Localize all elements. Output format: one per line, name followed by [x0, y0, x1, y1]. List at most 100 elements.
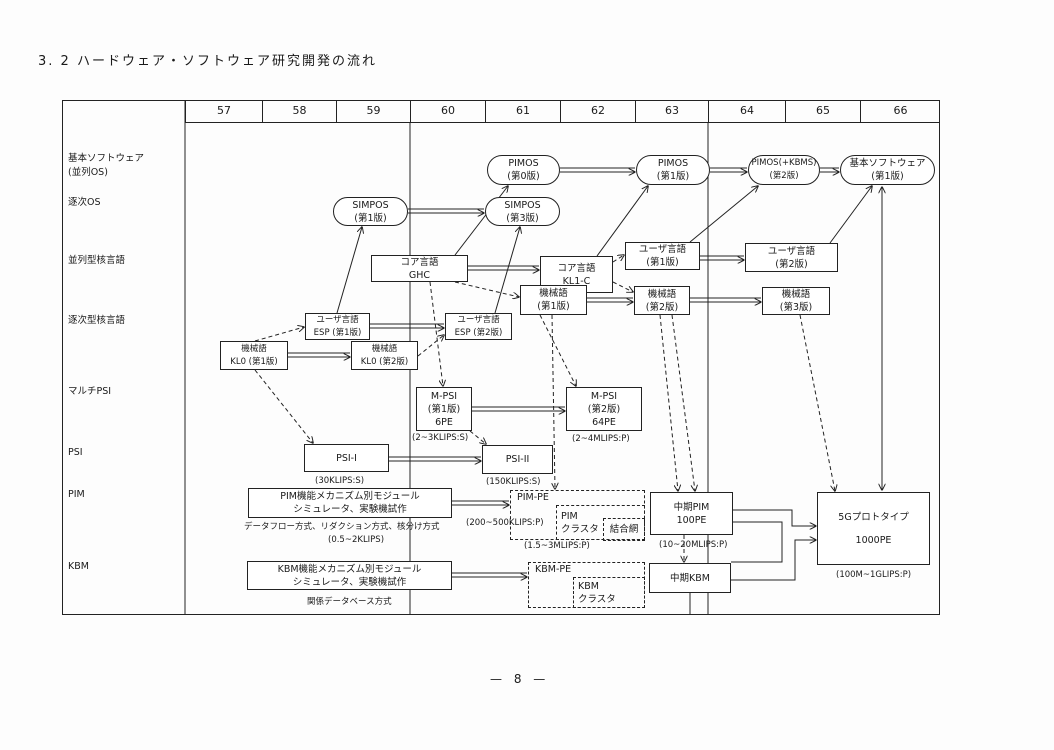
- node-label-line: (第2版): [769, 171, 799, 181]
- row-label-basic-sw: 基本ソフトウェア (並列OS): [68, 152, 144, 180]
- row-label-line: (並列OS): [68, 167, 108, 178]
- node-label-line: 6PE: [435, 416, 453, 428]
- row-label-pim: PIM: [68, 489, 85, 500]
- prototype-performance: (100M~1GLIPS:P): [836, 570, 912, 580]
- node-label-line: KL0 (第1版): [230, 356, 278, 367]
- node-label-line: SIMPOS: [352, 199, 389, 211]
- row-label-seq-os: 逐次OS: [68, 197, 101, 208]
- node-label-line: GHC: [408, 269, 431, 281]
- node-label-line: 機械語: [647, 288, 677, 300]
- node-label-line: PIM機能メカニズム別モジュール: [280, 491, 420, 502]
- node-label-line: コア言語: [400, 256, 439, 268]
- node-label-line: M-PSI: [590, 390, 618, 402]
- node-label-line: シミュレータ、実験機試作: [292, 576, 407, 588]
- node-label-line: 機械語: [781, 289, 811, 300]
- arrow: [733, 509, 816, 526]
- node-label-line: シミュレータ、実験機試作: [293, 504, 407, 515]
- node-label-line: PIM-PE: [517, 492, 549, 503]
- node-machine-lang-v3: 機械語 (第3版): [762, 287, 830, 315]
- year-63: 63: [635, 100, 708, 123]
- psi-2-performance: (150KLIPS:S): [486, 477, 541, 487]
- node-label-line: ユーザ言語: [638, 244, 687, 255]
- node-label-line: コア言語: [557, 262, 596, 274]
- node-label-line: KL1-C: [562, 275, 591, 287]
- node-mid-kbm: 中期KBM: [649, 563, 731, 593]
- node-label-line: (第1版): [537, 301, 570, 312]
- node-psi-2: PSI-II: [482, 445, 553, 474]
- node-network: 結合網: [603, 518, 645, 541]
- node-label-line: M-PSI: [430, 390, 458, 402]
- node-label-line: PIMOS: [508, 158, 539, 169]
- node-pim-module: PIM機能メカニズム別モジュールシミュレータ、実験機試作: [248, 488, 452, 518]
- node-label-line: 1000PE: [855, 534, 892, 546]
- node-label-line: ユーザ言語: [457, 314, 500, 325]
- year-58: 58: [262, 100, 336, 123]
- page-number: — 8 —: [490, 672, 550, 686]
- node-esp-v1: ユーザ言語 ESP (第1版): [305, 313, 370, 340]
- node-label-line: (第1版): [656, 171, 690, 182]
- year-64: 64: [708, 100, 785, 123]
- page-title: 3. 2 ハードウェア・ソフトウェア研究開発の流れ: [38, 54, 377, 69]
- year-62: 62: [560, 100, 635, 123]
- node-label-line: (第3版): [506, 212, 539, 224]
- node-label-line: PIM: [561, 510, 578, 522]
- arrow: [829, 186, 872, 244]
- pim-pe-performance: (200~500KLIPS:P): [466, 518, 544, 528]
- dashed-arrows: [254, 255, 835, 562]
- node-pimos-v0: PIMOS (第0版): [487, 155, 560, 185]
- double-arrows: [288, 167, 839, 577]
- arrow: [596, 186, 648, 257]
- row-label-kbm: KBM: [68, 561, 89, 572]
- mid-pim-performance: (10~20MLIPS:P): [659, 540, 728, 550]
- node-label-line: ユーザ言語: [767, 245, 816, 257]
- node-label-line: クラスタ: [561, 523, 599, 535]
- node-label-line: KL0 (第2版): [360, 356, 409, 367]
- node-label-line: (第2版): [775, 258, 808, 270]
- node-label-line: KBM: [578, 580, 599, 592]
- year-61: 61: [485, 100, 560, 123]
- node-kl0-v2: 機械語 KL0 (第2版): [351, 341, 418, 370]
- node-label-line: ESP (第2版): [454, 327, 503, 338]
- node-pimos-v1: PIMOS(第1版): [636, 155, 710, 185]
- node-user-lang-v1: ユーザ言語 (第1版): [625, 242, 700, 270]
- node-label-line: ESP (第1版): [313, 327, 362, 338]
- node-label-line: (第3版): [779, 302, 813, 313]
- node-label-line: 100PE: [676, 514, 707, 526]
- pim-module-performance: (0.5~2KLIPS): [328, 535, 385, 545]
- node-mpsi-v1: M-PSI(第1版)6PE: [416, 387, 472, 431]
- node-label-line: (第1版): [871, 171, 904, 182]
- psi-1-performance: (30KLIPS:S): [315, 476, 365, 486]
- node-machine-lang-v2: 機械語(第2版): [634, 286, 690, 315]
- year-60: 60: [410, 100, 485, 123]
- node-label-line: ユーザ言語: [316, 314, 359, 325]
- arrow: [336, 227, 362, 314]
- node-label-line: 基本ソフトウェア: [849, 158, 926, 169]
- year-59: 59: [336, 100, 410, 123]
- node-kbm-module: KBM機能メカニズム別モジュールシミュレータ、実験機試作: [247, 561, 452, 590]
- node-label-line: 機械語: [539, 288, 568, 299]
- node-label-line: KBM機能メカニズム別モジュール: [277, 563, 422, 575]
- node-label-line: クラスタ: [578, 593, 616, 605]
- node-label-line: KBM-PE: [535, 564, 572, 575]
- node-label-line: (第0版): [507, 171, 540, 182]
- node-esp-v2: ユーザ言語 ESP (第2版): [445, 313, 512, 340]
- node-label-line: 5Gプロトタイプ: [838, 511, 909, 523]
- node-basic-software-v1: 基本ソフトウェア (第1版): [840, 155, 935, 185]
- pim-methods: データフロー方式、リダクション方式、核分け方式: [244, 522, 440, 532]
- row-label-multi-psi: マルチPSI: [68, 386, 112, 397]
- node-label-line: (第1版): [646, 257, 679, 268]
- node-label-line: PIMOS(+KBMS): [751, 158, 817, 168]
- connector: [731, 521, 783, 563]
- node-label-line: 機械語: [371, 343, 398, 354]
- node-label-line: 中期PIM: [673, 501, 710, 513]
- node-machine-lang-v1: 機械語 (第1版): [520, 285, 587, 315]
- node-label-line: (第1版): [354, 212, 387, 224]
- timeline-table: [62, 100, 940, 615]
- year-66: 66: [860, 100, 940, 123]
- node-label-line: 64PE: [592, 416, 616, 428]
